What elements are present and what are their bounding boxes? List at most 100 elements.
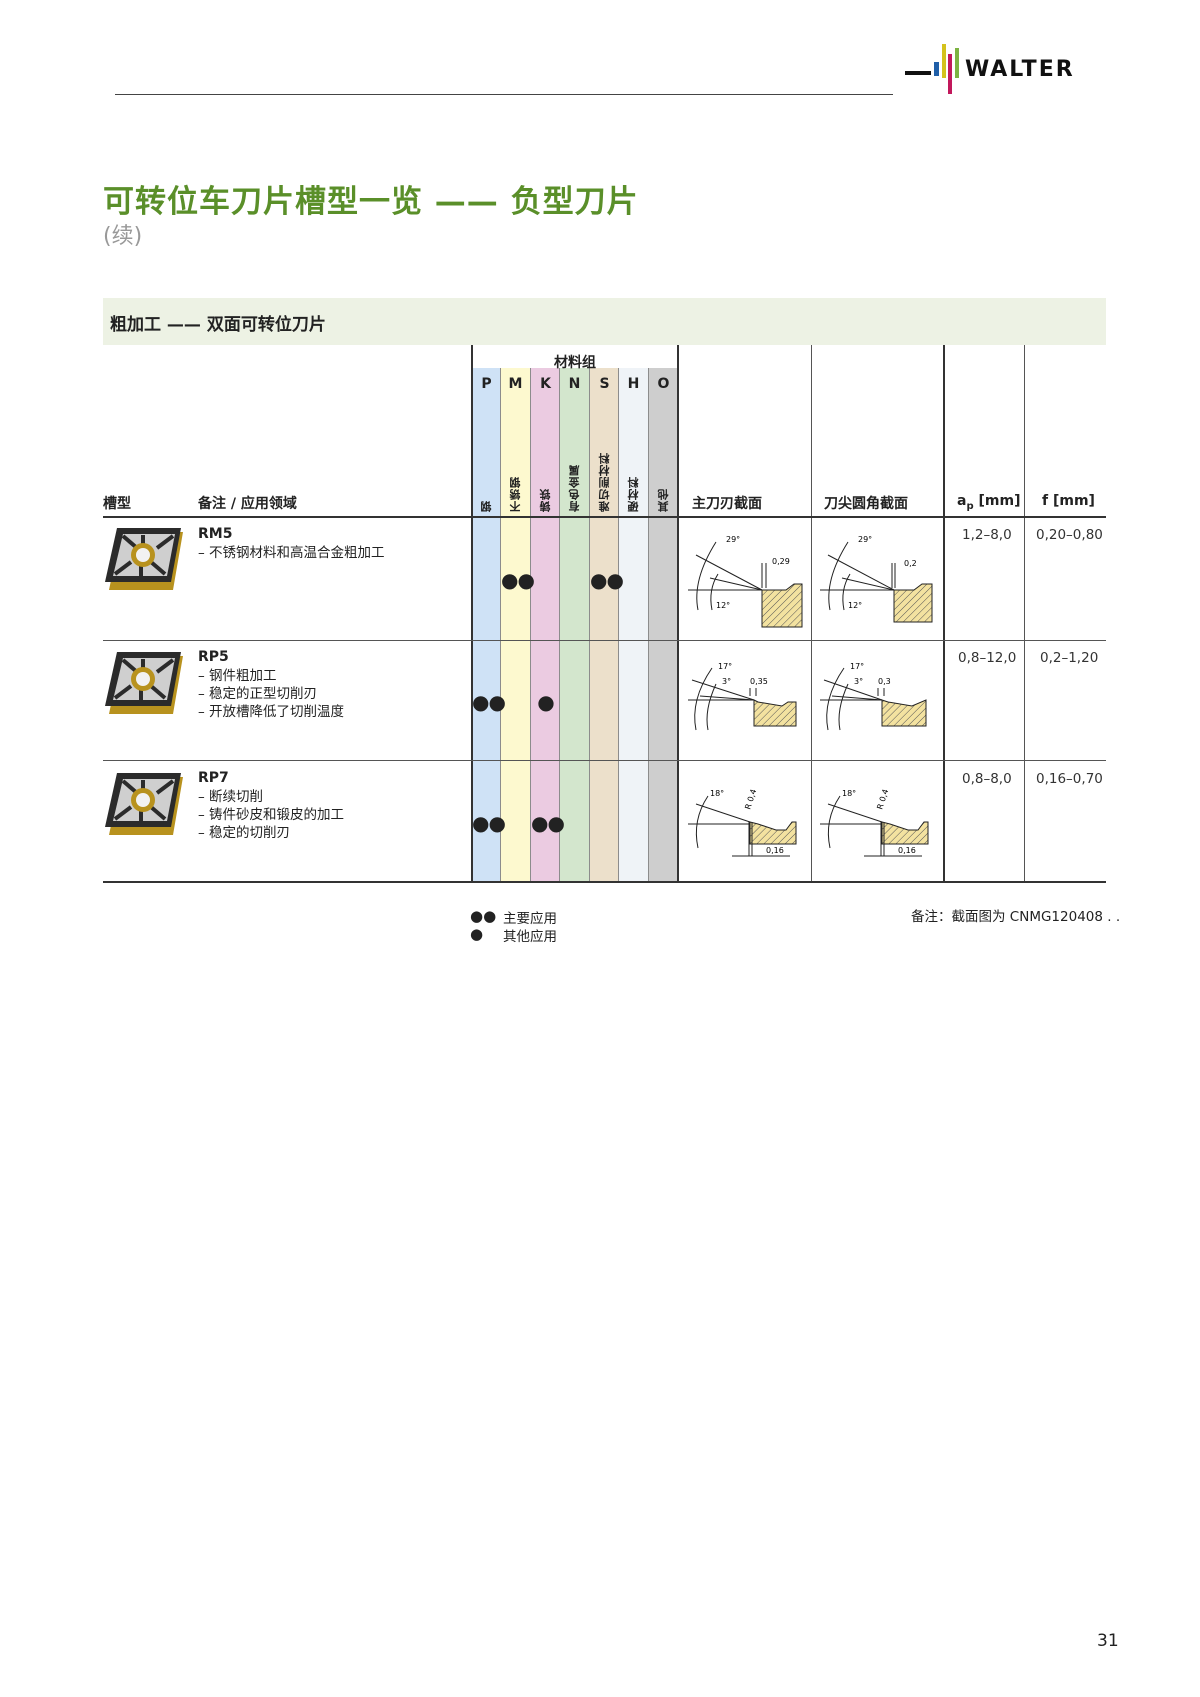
page-number: 31 [1097, 1631, 1119, 1651]
remark-line: – 不锈钢材料和高温合金粗加工 [198, 545, 385, 561]
insert-icon [103, 771, 185, 837]
f-range: 0,20–0,80 [1036, 527, 1103, 543]
legend-primary-symbol: ●● [470, 907, 497, 925]
main-edge-diagram-rp7: 18° R 0,4 0,16 [686, 780, 804, 874]
material-letter-k: K [540, 376, 551, 392]
divider [471, 345, 473, 882]
corner-diagram-rp5: 17° 3° 0,3 [818, 660, 936, 744]
remark-line: – 开放槽降低了切削温度 [198, 704, 345, 720]
svg-text:0,29: 0,29 [772, 557, 790, 566]
material-column-m [501, 368, 531, 882]
svg-text:WALTER: WALTER [965, 57, 1075, 82]
insert-image-rm5 [103, 526, 187, 598]
remark-line: – 断续切削 [198, 789, 264, 805]
legend-primary-label: 主要应用 [503, 911, 557, 927]
material-name-o: 其他 [656, 488, 670, 512]
section-header: 粗加工 —— 双面可转位刀片 [103, 298, 1106, 345]
svg-text:0,2: 0,2 [904, 559, 917, 568]
material-name-m: 不锈钢 [508, 476, 522, 512]
section-title: 粗加工 —— 双面可转位刀片 [110, 315, 326, 335]
svg-text:12°: 12° [716, 601, 730, 610]
material-name-h: 硬材料 [626, 476, 640, 512]
f-range: 0,16–0,70 [1036, 771, 1103, 787]
svg-text:18°: 18° [842, 789, 856, 798]
row-divider [103, 640, 1106, 641]
material-column-p [472, 368, 501, 882]
main-edge-diagram-rp5: 17° 3° 0,35 [686, 660, 804, 744]
table-bottom-rule [103, 881, 1106, 883]
walter-logo: WALTER [905, 40, 1120, 98]
ap-range: 0,8–12,0 [958, 650, 1017, 666]
material-column-h [619, 368, 649, 882]
material-column-n [560, 368, 590, 882]
geometry-code: RP7 [198, 770, 229, 786]
insert-image-rp7 [103, 771, 187, 843]
material-name-s: 难切削材料 [597, 452, 611, 512]
column-header-ap: ap [mm] [957, 493, 1021, 512]
column-header-main-edge: 主刀刃截面 [692, 496, 762, 512]
material-mark-s: ●● [590, 568, 624, 592]
section-note: 备注：截面图为 CNMG120408 . . [911, 909, 1121, 925]
material-letter-o: O [657, 376, 670, 392]
remark-line: – 钢件粗加工 [198, 668, 277, 684]
header-bottom-rule [103, 516, 1106, 518]
ap-range: 0,8–8,0 [962, 771, 1012, 787]
insert-icon [103, 650, 185, 716]
remark-line: – 铸件砂皮和锻皮的加工 [198, 807, 345, 823]
material-letter-n: N [568, 376, 581, 392]
svg-text:0,3: 0,3 [878, 677, 891, 686]
column-header-corner: 刀尖圆角截面 [824, 496, 908, 512]
insert-image-rp5 [103, 650, 187, 722]
svg-text:0,16: 0,16 [898, 846, 916, 855]
svg-text:17°: 17° [718, 662, 732, 671]
header-rule [115, 94, 893, 95]
corner-diagram-rm5: 29° 12° 0,2 [818, 530, 936, 634]
svg-text:0,16: 0,16 [766, 846, 784, 855]
material-mark-p: ●● [472, 690, 506, 714]
material-mark-p: ●● [472, 811, 506, 835]
svg-text:R 0,4: R 0,4 [743, 788, 758, 811]
f-range: 0,2–1,20 [1040, 650, 1099, 666]
svg-text:12°: 12° [848, 601, 862, 610]
material-name-k: 铸铁 [538, 488, 552, 512]
divider [677, 345, 679, 882]
ap-range: 1,2–8,0 [962, 527, 1012, 543]
column-header-f: f [mm] [1042, 493, 1095, 509]
row-divider [103, 760, 1106, 761]
material-name-n: 有色金属 [567, 464, 581, 512]
divider [811, 345, 812, 882]
legend-secondary-symbol: ● [470, 925, 484, 943]
material-mark-m: ●● [501, 568, 535, 592]
svg-text:29°: 29° [858, 535, 872, 544]
column-header-geometry: 槽型 [103, 496, 131, 512]
divider [1024, 345, 1025, 882]
svg-text:17°: 17° [850, 662, 864, 671]
material-mark-k: ●● [531, 811, 565, 835]
material-name-p: 钢 [479, 500, 493, 512]
material-letter-p: P [481, 376, 492, 392]
remark-line: – 稳定的正型切削刃 [198, 686, 318, 702]
svg-text:18°: 18° [710, 789, 724, 798]
svg-text:29°: 29° [726, 535, 740, 544]
svg-text:0,35: 0,35 [750, 677, 768, 686]
remark-line: – 稳定的切削刃 [198, 825, 291, 841]
insert-icon [103, 526, 185, 592]
material-group-label: 材料组 [554, 355, 596, 371]
divider [943, 345, 945, 882]
material-letter-s: S [599, 376, 610, 392]
geometry-code: RM5 [198, 526, 233, 542]
geometry-code: RP5 [198, 649, 229, 665]
legend-secondary-label: 其他应用 [503, 929, 557, 945]
material-column-k [531, 368, 560, 882]
material-mark-k: ● [537, 690, 554, 714]
svg-text:R 0,4: R 0,4 [875, 788, 890, 811]
corner-diagram-rp7: 18° R 0,4 0,16 [818, 780, 936, 874]
svg-text:3°: 3° [854, 677, 863, 686]
column-header-remarks: 备注 / 应用领域 [198, 496, 297, 512]
material-column-s [590, 368, 619, 882]
page-subtitle: (续) [103, 224, 143, 249]
page-title: 可转位车刀片槽型一览 —— 负型刀片 [103, 184, 639, 220]
svg-text:3°: 3° [722, 677, 731, 686]
main-edge-diagram-rm5: 29° 12° 0,29 [686, 530, 804, 634]
material-letter-h: H [627, 376, 640, 392]
